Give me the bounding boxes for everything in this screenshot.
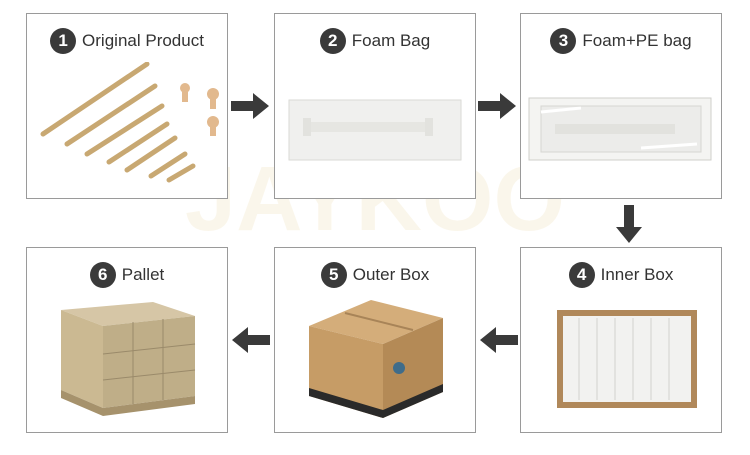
outer-box-image	[309, 300, 443, 418]
step-1-box: 1 Original Product	[26, 13, 228, 199]
step-2-title: 2 Foam Bag	[275, 26, 475, 56]
step-4-number-badge: 4	[568, 262, 595, 288]
step-6-title: 6 Pallet	[27, 260, 227, 290]
step-3-title: 3 Foam+PE bag	[521, 26, 721, 56]
brass-handles-image	[40, 62, 219, 183]
step-1-number-badge: 1	[50, 28, 77, 54]
step-2-number-badge: 2	[319, 28, 346, 54]
step-4-box: 4 Inner Box	[520, 247, 722, 433]
step-3-label: Foam+PE bag	[582, 31, 692, 50]
step-1-title: 1 Original Product	[27, 26, 227, 56]
inner-box-image	[557, 310, 697, 408]
step-6-label: Pallet	[121, 265, 165, 284]
step-6-box: 6 Pallet	[26, 247, 228, 433]
foam-pe-bag-image	[528, 97, 712, 161]
step-4-title: 4 Inner Box	[521, 260, 721, 290]
step-5-box: 5 Outer Box	[274, 247, 476, 433]
pallet-image	[61, 302, 196, 416]
step-1-label: Original Product	[82, 31, 204, 50]
step-3-number-badge: 3	[550, 28, 577, 54]
step-6-number-badge: 6	[89, 262, 116, 288]
right-arrow-icon	[478, 93, 516, 119]
step-2-label: Foam Bag	[351, 31, 431, 50]
step-2-box: 2 Foam Bag	[274, 13, 476, 199]
step-5-number-badge: 5	[320, 262, 347, 288]
step-3-box: 3 Foam+PE bag	[520, 13, 722, 199]
left-arrow-icon	[480, 327, 518, 353]
down-arrow-icon	[616, 205, 642, 243]
step-5-label: Outer Box	[352, 265, 430, 284]
right-arrow-icon	[231, 93, 269, 119]
step-5-title: 5 Outer Box	[275, 260, 475, 290]
left-arrow-icon	[232, 327, 270, 353]
foam-bag-image	[288, 99, 462, 161]
step-4-label: Inner Box	[600, 265, 674, 284]
